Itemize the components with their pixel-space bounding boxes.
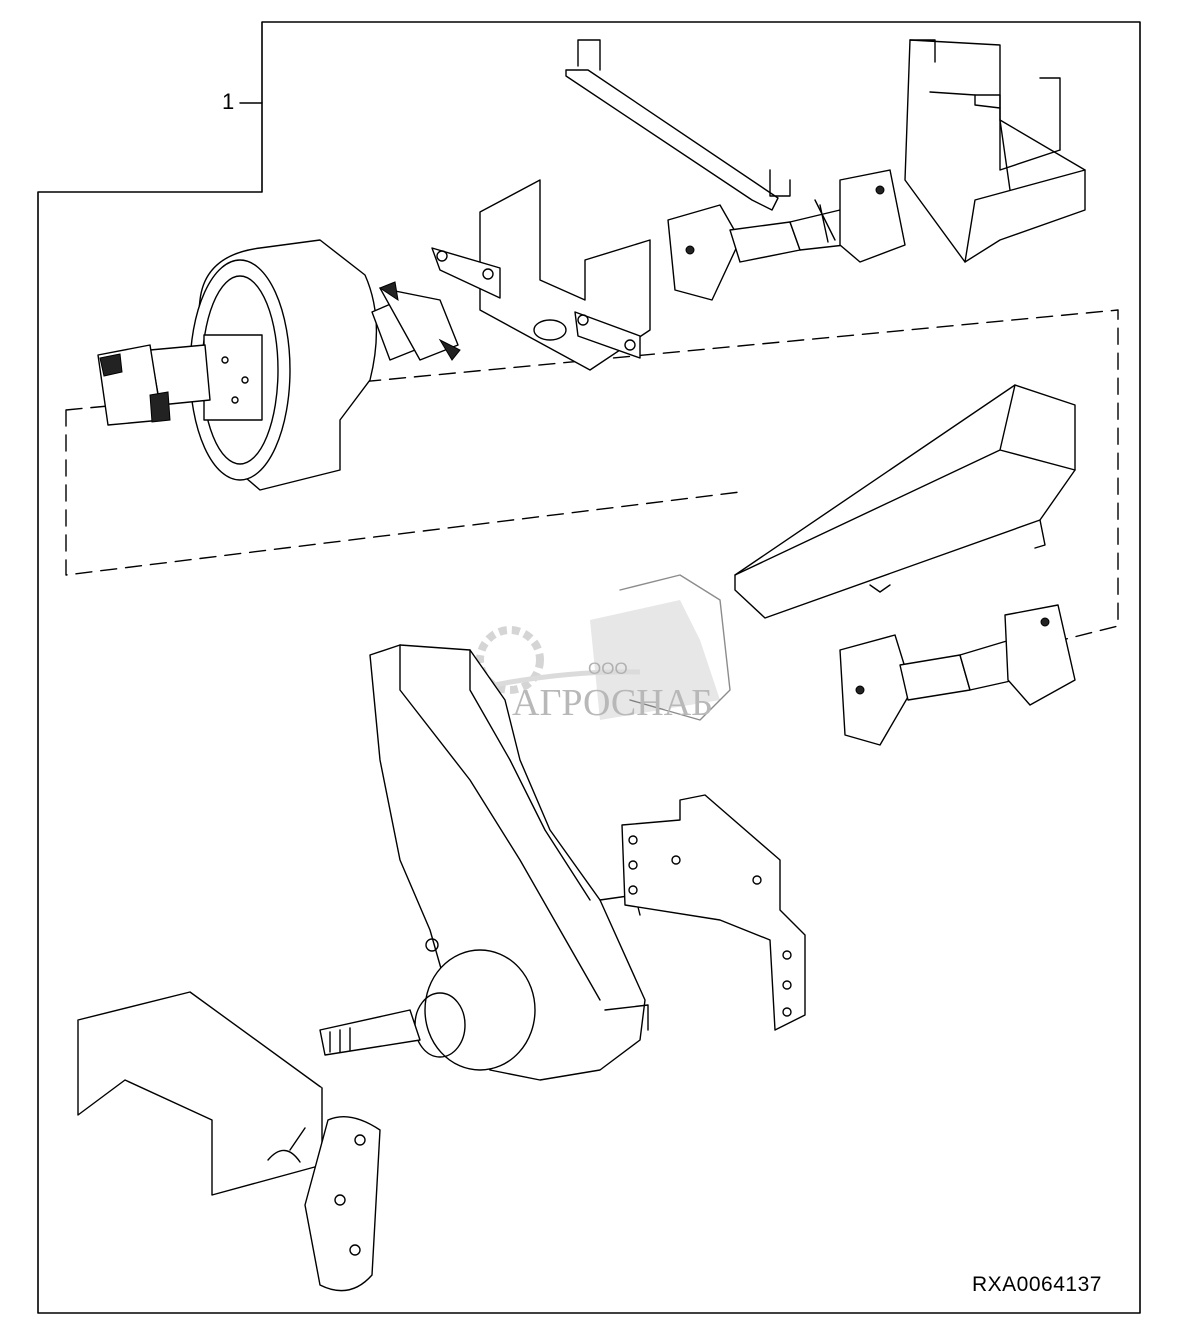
support-bar — [565, 39, 791, 211]
callout-label: 1 — [222, 89, 235, 114]
upper-shield — [904, 39, 1086, 263]
mounting-plate — [304, 1116, 381, 1292]
mounting-bracket — [621, 794, 806, 1031]
u-bracket — [431, 179, 651, 371]
reference-code: RXA0064137 — [972, 1273, 1102, 1296]
kit-frame — [37, 21, 1141, 1314]
upper-drive-shaft — [667, 169, 906, 301]
gearbox-housing — [97, 239, 461, 491]
watermark-prefix: ООО — [588, 659, 628, 678]
lower-drive-shaft — [839, 604, 1076, 746]
conical-shield — [734, 384, 1076, 619]
hydraulic-motor — [619, 574, 731, 721]
watermark-text: АГРОСНАБ — [512, 682, 713, 724]
main-gearbox — [319, 644, 649, 1081]
lower-shield — [77, 991, 323, 1196]
